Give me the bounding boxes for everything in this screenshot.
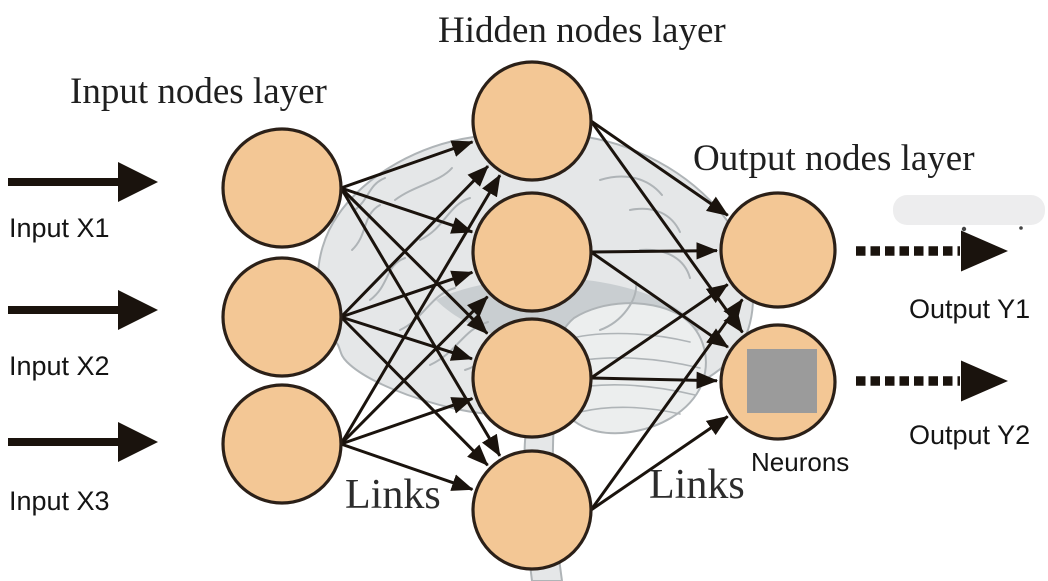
link-input1-hidden1 — [340, 140, 474, 190]
link-input1-hidden2 — [340, 186, 474, 234]
link-input3-hidden2 — [339, 295, 489, 446]
input-x1-label: Input X1 — [9, 213, 110, 243]
hidden-node-4 — [471, 449, 593, 571]
gray-square-icon — [747, 349, 817, 413]
brain-sketch-path — [399, 287, 456, 331]
link-input3-hidden3 — [340, 397, 474, 446]
brain-sketch-path — [369, 257, 406, 301]
link-input3-hidden4 — [340, 442, 474, 491]
input-layer-title: Input nodes layer — [70, 71, 327, 112]
link-hidden2-output1 — [590, 242, 719, 260]
neurons-label: Neurons — [751, 447, 850, 477]
links-label-left: Links — [345, 472, 441, 518]
hidden-node-1 — [471, 60, 593, 182]
input-x3-label: Input X3 — [9, 486, 110, 516]
link-hidden3-output1 — [590, 283, 729, 380]
hidden-layer-title: Hidden nodes layer — [438, 10, 726, 51]
brain-sketch-path — [639, 248, 691, 279]
output-y2-label: Output Y2 — [909, 420, 1031, 450]
output-arrow-y2 — [856, 360, 1008, 402]
link-hidden2-output2 — [590, 250, 729, 349]
brain-sketch-path — [419, 197, 471, 241]
link-input2-hidden3 — [340, 315, 474, 361]
input-arrow-x3 — [8, 422, 158, 462]
brain-sketch-path — [629, 207, 681, 233]
link-input3-hidden1 — [339, 174, 502, 445]
brain-sketch-path — [599, 281, 638, 331]
link-hidden4-output1 — [589, 298, 744, 511]
link-hidden4-output2 — [590, 415, 729, 512]
input-node-2 — [221, 256, 343, 378]
links-label-right: Links — [649, 462, 745, 508]
ink-speck — [1019, 226, 1023, 230]
hidden-node-3 — [471, 317, 593, 439]
input-x2-label: Input X2 — [9, 351, 110, 381]
input-arrow-x2 — [8, 290, 158, 330]
output-y1-label: Output Y1 — [909, 294, 1031, 324]
link-input2-hidden1 — [339, 165, 490, 319]
input-arrow-x1 — [8, 162, 158, 202]
link-input2-hidden2 — [340, 270, 474, 319]
link-input2-hidden4 — [339, 315, 489, 467]
brain-sketch-path — [351, 204, 381, 251]
input-node-3 — [221, 383, 343, 505]
brain-sketch-path — [394, 167, 453, 201]
output-layer-title: Output nodes layer — [693, 138, 975, 179]
brain-sketch-path — [599, 175, 663, 196]
link-hidden1-output1 — [590, 119, 729, 217]
link-input1-hidden3 — [339, 186, 489, 335]
ink-speck — [961, 226, 967, 232]
brain-sketch-path — [579, 406, 681, 415]
hidden-node-2 — [471, 191, 593, 313]
faint-background-patch — [893, 195, 1045, 225]
input-node-1 — [221, 127, 343, 249]
link-hidden3-output2 — [590, 371, 719, 389]
output-node-1 — [719, 191, 837, 309]
output-arrow-y1 — [856, 230, 1008, 272]
